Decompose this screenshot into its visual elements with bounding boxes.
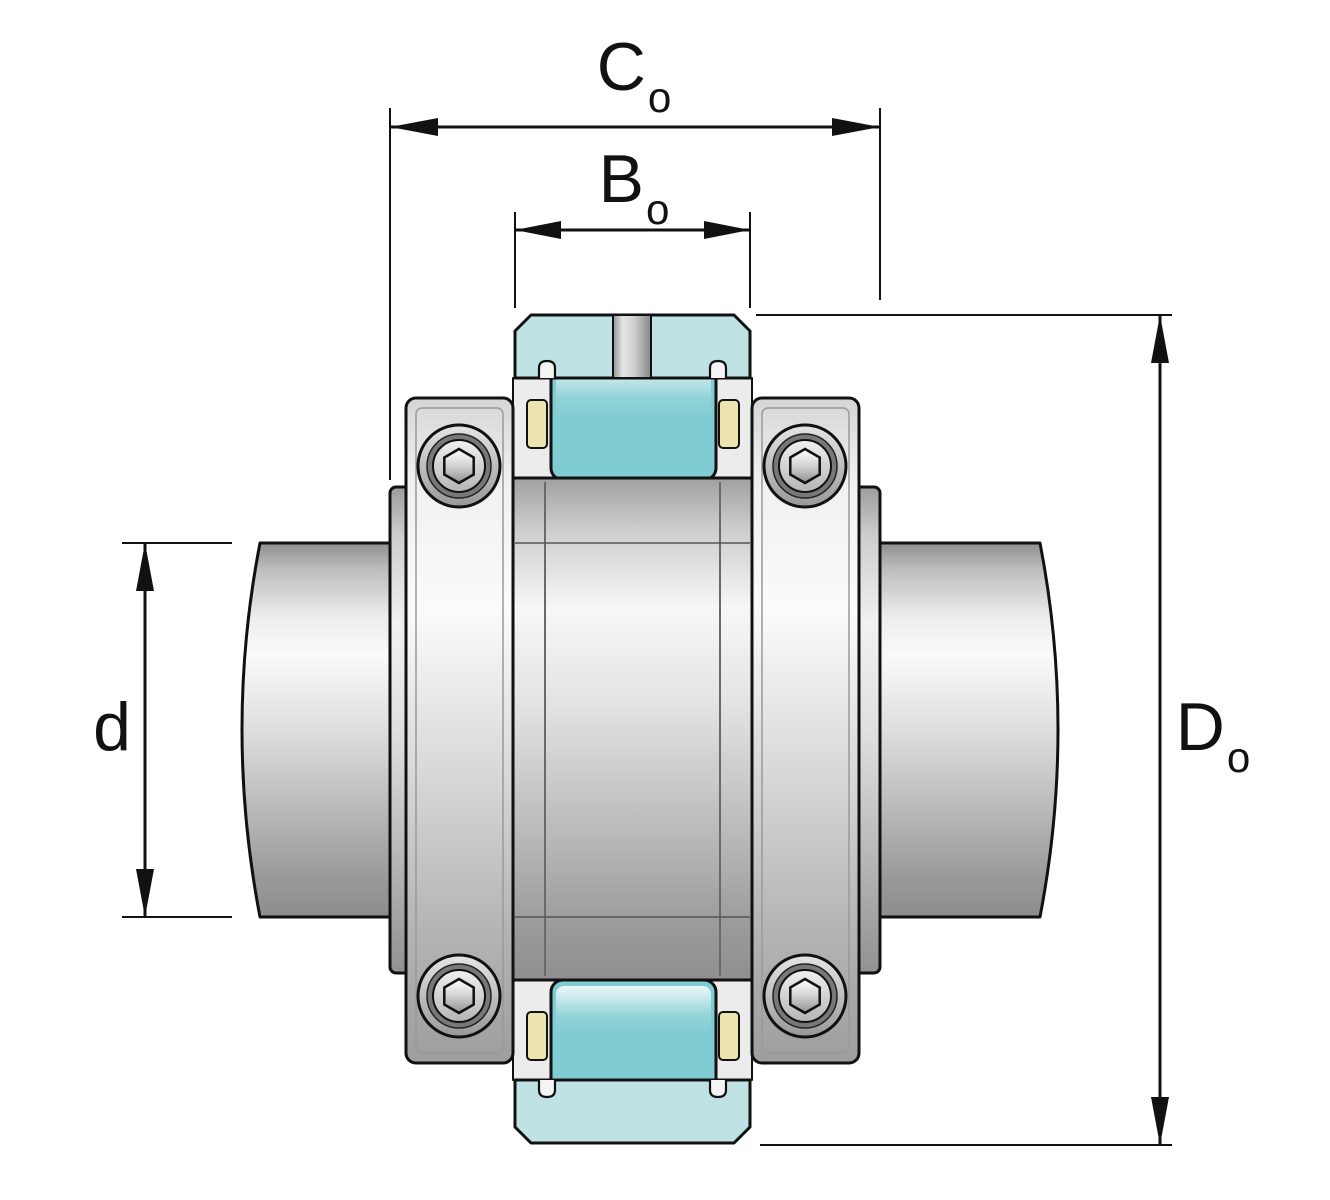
arrowhead-left bbox=[390, 118, 438, 136]
arrowhead-left bbox=[515, 221, 561, 239]
side-plate-left-inner-edge bbox=[415, 407, 504, 1054]
roller-bottom-highlight bbox=[556, 986, 711, 1036]
hex-socket-icon bbox=[443, 447, 475, 485]
dimension-do bbox=[756, 314, 1172, 1146]
dimension-bo bbox=[514, 212, 751, 308]
side-plate-right bbox=[750, 396, 861, 1065]
label-text: B bbox=[598, 141, 644, 217]
label-subscript: o bbox=[1226, 734, 1251, 782]
cage-block-bottom-right bbox=[718, 1011, 740, 1061]
dimension-bo-label: Bo bbox=[598, 140, 670, 231]
arrowhead-right bbox=[832, 118, 880, 136]
cage-block-bottom-left bbox=[526, 1011, 548, 1061]
label-text: C bbox=[596, 29, 646, 105]
hex-screw-bottom-right bbox=[762, 953, 848, 1039]
seal-clip-top-right bbox=[708, 359, 728, 378]
label-text: D bbox=[1175, 689, 1225, 765]
arrowhead-top bbox=[1151, 315, 1169, 363]
seal-cap-top bbox=[513, 313, 752, 380]
hex-screw-bottom-left bbox=[416, 953, 502, 1039]
bearing-housing bbox=[388, 313, 882, 1145]
arrowhead-top bbox=[136, 543, 154, 591]
seal-clip-bottom-right bbox=[708, 1080, 728, 1099]
hex-screw-top-left bbox=[416, 423, 502, 509]
side-plate-right-inner-edge bbox=[761, 407, 850, 1054]
cartridge bbox=[511, 476, 754, 982]
arrowhead-right bbox=[704, 221, 750, 239]
label-subscript: o bbox=[645, 186, 670, 234]
cage-block-top-left bbox=[526, 399, 548, 449]
hex-socket-icon bbox=[789, 977, 821, 1015]
seal-clip-top-left bbox=[537, 359, 557, 378]
label-text: d bbox=[93, 689, 131, 765]
side-plate-left bbox=[404, 396, 515, 1065]
dimension-do-label: Do bbox=[1175, 688, 1251, 779]
arrowhead-bottom bbox=[1151, 1097, 1169, 1145]
dimension-d-label: d bbox=[93, 688, 131, 766]
dimension-co-label: Co bbox=[596, 28, 672, 119]
hex-socket-icon bbox=[443, 977, 475, 1015]
hex-screw-top-right bbox=[762, 423, 848, 509]
dimension-d bbox=[122, 542, 232, 918]
seal-cap-bottom bbox=[513, 1078, 752, 1145]
arrowhead-bottom bbox=[136, 869, 154, 917]
label-subscript: o bbox=[647, 74, 672, 122]
dimension-co bbox=[389, 108, 881, 480]
cage-block-top-right bbox=[718, 399, 740, 449]
hex-socket-icon bbox=[789, 447, 821, 485]
seal-clip-bottom-left bbox=[537, 1080, 557, 1099]
dowel-pin bbox=[612, 314, 652, 379]
